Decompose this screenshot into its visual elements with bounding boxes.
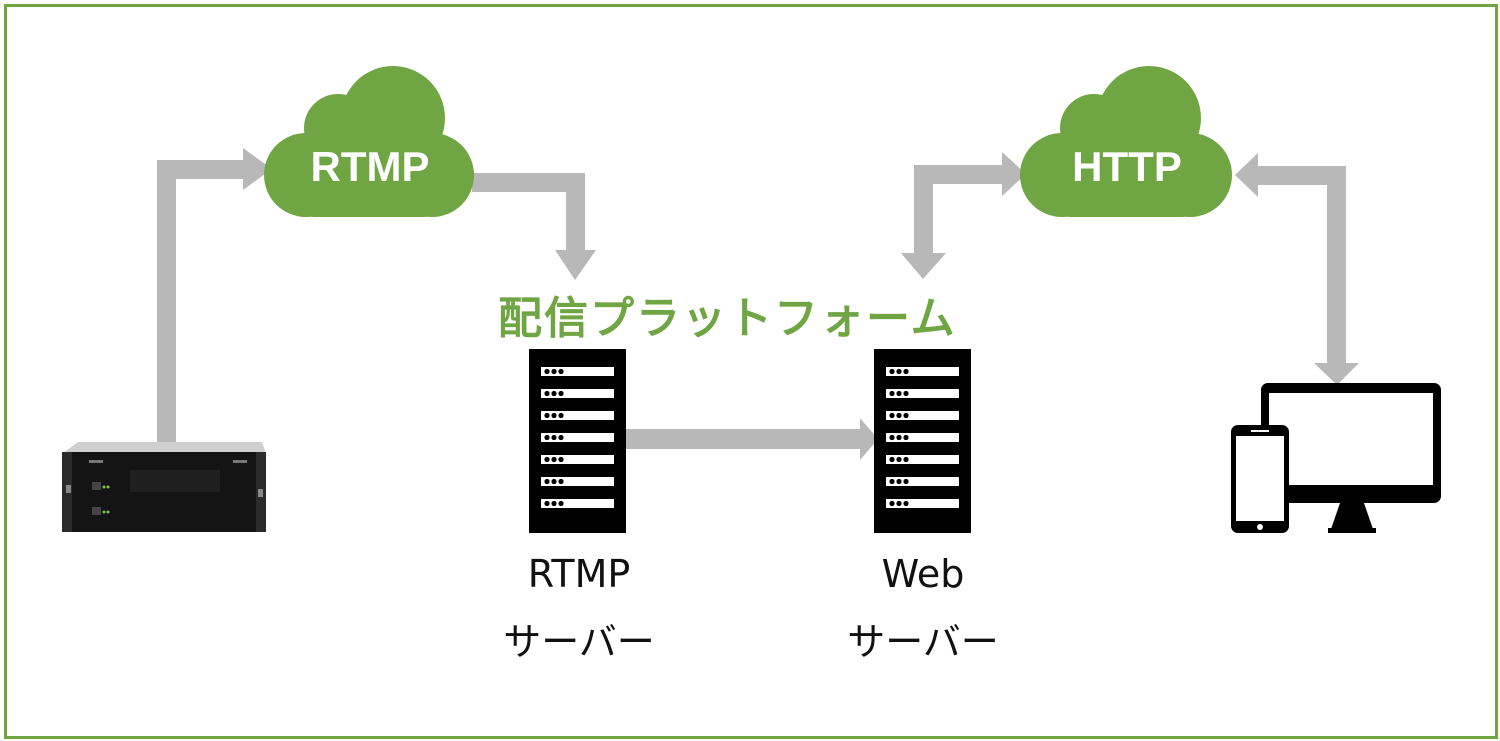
server-drive-slot	[541, 433, 614, 442]
web-server-label-line1: Web	[881, 552, 965, 596]
rtmp-cloud-label: RTMP	[310, 143, 430, 190]
server-led	[889, 434, 895, 441]
server-led	[889, 456, 895, 463]
rtmp-cloud-icon	[264, 66, 474, 217]
arrow-http-cloud-client-devices	[1235, 153, 1359, 385]
server-drive-slot	[886, 499, 959, 508]
server-led	[551, 500, 557, 507]
server-led	[558, 434, 564, 441]
server-led	[544, 478, 550, 485]
server-led	[896, 434, 902, 441]
server-led	[889, 390, 895, 397]
server-led	[544, 500, 550, 507]
rtmp-server-icon	[529, 349, 626, 533]
server-drive-slot	[541, 477, 614, 486]
server-led	[896, 456, 902, 463]
web-server-icon	[874, 349, 971, 533]
arrow-encoder-to-rtmp-cloud	[157, 148, 272, 442]
server-led	[903, 500, 909, 507]
server-led	[889, 412, 895, 419]
server-led	[551, 390, 557, 397]
server-drive-slot	[886, 389, 959, 398]
server-led	[558, 500, 564, 507]
server-led	[551, 478, 557, 485]
web-server-label-line2: サーバー	[847, 620, 999, 664]
server-led	[889, 368, 895, 375]
server-led	[903, 368, 909, 375]
server-drive-slot	[886, 411, 959, 420]
server-led	[889, 500, 895, 507]
smartphone-icon	[1231, 425, 1289, 533]
server-led	[903, 456, 909, 463]
server-led	[889, 478, 895, 485]
http-cloud-icon	[1020, 66, 1232, 217]
server-led	[544, 390, 550, 397]
server-led	[896, 412, 902, 419]
server-led	[896, 390, 902, 397]
server-drive-slot	[541, 455, 614, 464]
server-led	[544, 368, 550, 375]
server-led	[551, 368, 557, 375]
web-server-label: Web サーバー	[803, 540, 1043, 676]
diagram-border	[4, 4, 1498, 739]
rtmp-server-label: RTMP サーバー	[459, 540, 699, 676]
arrow-web-server-http-cloud	[901, 152, 1026, 279]
server-led	[558, 478, 564, 485]
rtmp-server-label-line1: RTMP	[527, 552, 631, 596]
server-led	[551, 412, 557, 419]
server-drive-slot	[541, 389, 614, 398]
server-led	[558, 368, 564, 375]
server-led	[903, 434, 909, 441]
server-drive-slot	[886, 477, 959, 486]
rtmp-server-label-line2: サーバー	[503, 620, 655, 664]
server-drive-slot	[541, 499, 614, 508]
server-drive-slot	[541, 411, 614, 420]
encoder-device-icon	[62, 442, 266, 532]
server-led	[558, 390, 564, 397]
server-led	[903, 412, 909, 419]
server-led	[558, 456, 564, 463]
server-led	[896, 500, 902, 507]
server-led	[544, 434, 550, 441]
arrow-rtmp-cloud-to-rtmp-server	[472, 173, 596, 280]
server-led	[903, 478, 909, 485]
server-drive-slot	[541, 367, 614, 376]
server-led	[896, 478, 902, 485]
server-led	[551, 456, 557, 463]
server-led	[903, 390, 909, 397]
server-led	[551, 434, 557, 441]
server-drive-slot	[886, 455, 959, 464]
monitor-icon	[1261, 383, 1441, 533]
http-cloud-label: HTTP	[1072, 143, 1182, 190]
server-led	[896, 368, 902, 375]
server-led	[544, 456, 550, 463]
server-drive-slot	[886, 433, 959, 442]
server-led	[558, 412, 564, 419]
platform-title: 配信プラットフォーム	[498, 293, 957, 344]
server-led	[544, 412, 550, 419]
arrow-rtmp-server-to-web-server	[626, 418, 878, 460]
server-drive-slot	[886, 367, 959, 376]
